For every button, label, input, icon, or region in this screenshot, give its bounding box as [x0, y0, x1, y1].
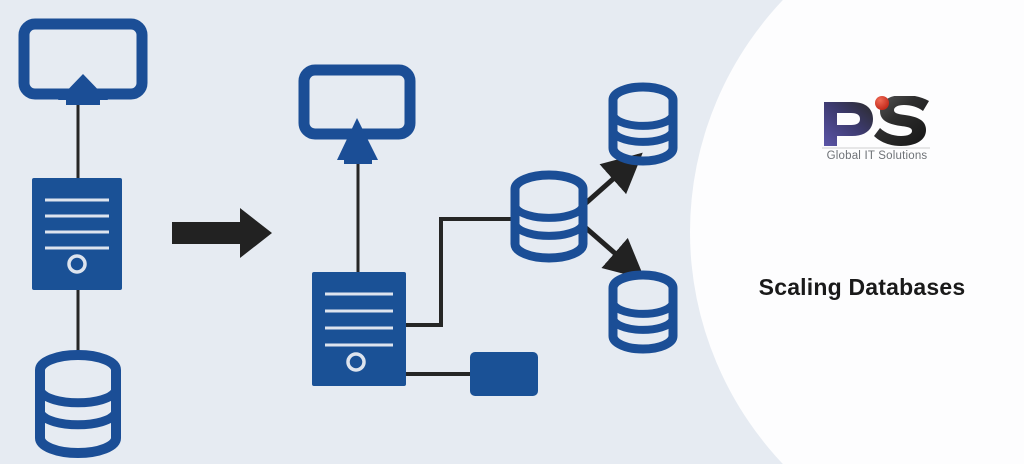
- server-power-button-icon[interactable]: [67, 254, 87, 274]
- app-server-left[interactable]: [32, 178, 122, 290]
- database-band-icon: [610, 302, 676, 318]
- logo-tagline: Global IT Solutions: [826, 150, 928, 162]
- server-body-icon: [32, 178, 122, 290]
- database-replica-bottom[interactable]: [608, 270, 678, 354]
- single-database-architecture: [18, 18, 148, 458]
- logo-letter-s: [874, 95, 929, 146]
- database-band-icon: [610, 114, 676, 130]
- database-left[interactable]: [35, 350, 121, 458]
- database-band-icon: [512, 223, 586, 240]
- database-band-icon: [610, 318, 676, 334]
- logo-reflection: [822, 147, 930, 149]
- database-primary[interactable]: [510, 170, 588, 263]
- client-monitor-right[interactable]: [298, 64, 416, 164]
- scaled-database-architecture: [298, 64, 678, 396]
- company-logo[interactable]: Global IT Solutions: [812, 95, 942, 172]
- logo-mark-icon: [822, 95, 930, 149]
- database-replica-top[interactable]: [608, 82, 678, 166]
- page-title: Scaling Databases: [758, 274, 966, 300]
- white-curved-panel: [690, 0, 1024, 464]
- database-band-icon: [37, 411, 119, 430]
- database-cylinder-icon: [608, 270, 678, 354]
- client-monitor-left[interactable]: [18, 18, 148, 105]
- database-band-icon: [512, 205, 586, 222]
- database-band-icon: [610, 130, 676, 146]
- transition-arrow: [172, 208, 272, 258]
- conn-right-server-to-primary: [406, 217, 513, 327]
- conn-primary-to-replica-bottom: [584, 226, 645, 280]
- cache-box[interactable]: [470, 352, 538, 396]
- logo-letter-p: [824, 102, 873, 146]
- database-cylinder-icon: [608, 82, 678, 166]
- database-cylinder-icon: [35, 350, 121, 458]
- database-band-icon: [37, 389, 119, 408]
- white-panel-filler: [1000, 0, 1024, 464]
- logo-red-dot-icon: [875, 96, 889, 110]
- server-power-button-icon[interactable]: [346, 352, 366, 372]
- app-server-right[interactable]: [312, 272, 406, 386]
- monitor-stand-arrow-icon: [337, 118, 378, 164]
- monitor-stand-arrow-icon: [58, 74, 108, 105]
- database-cylinder-icon: [510, 170, 588, 263]
